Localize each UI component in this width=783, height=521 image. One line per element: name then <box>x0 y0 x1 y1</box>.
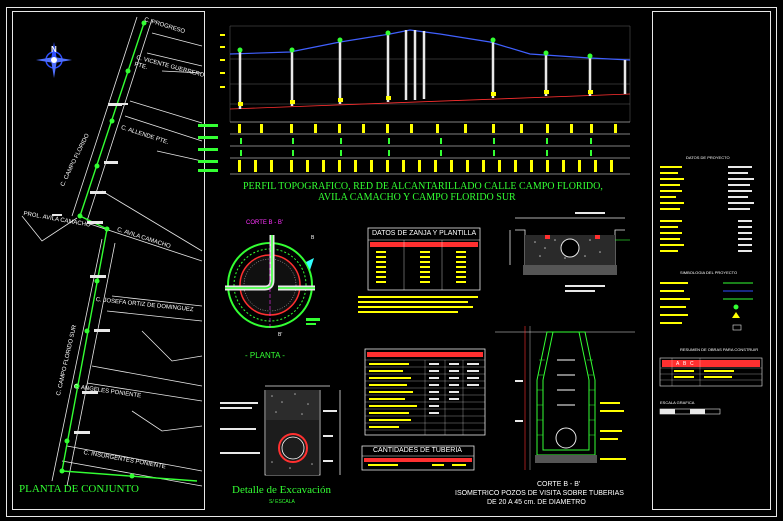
project-data-header: DATOS DE PROYECTO <box>686 155 730 160</box>
topographic-profile <box>198 25 631 175</box>
trench-table-title: DATOS DE ZANJA Y PLANTILLA <box>372 230 477 237</box>
excavation-detail-drawing <box>220 385 341 476</box>
scale-header: ESCALA GRAFICA <box>660 400 695 405</box>
project-data-block <box>660 166 754 252</box>
section-top-marker: B <box>311 235 315 241</box>
plan-panel-border <box>12 11 205 510</box>
excavation-scale: S/ ESCALA <box>269 499 295 505</box>
cost-header: RESUMEN DE OBRAS PARA CONSTRUIR <box>680 347 759 352</box>
graphic-scale <box>659 408 721 415</box>
abc-label-c: C <box>690 361 694 367</box>
planta-label: - PLANTA - <box>245 351 285 360</box>
trench-section-drawing <box>509 212 630 292</box>
plan-title: PLANTA DE CONJUNTO <box>19 483 139 495</box>
quantities-table <box>364 348 486 436</box>
pipe-quantities-table <box>361 445 475 471</box>
cost-table <box>659 357 763 387</box>
manhole-isometric-drawing <box>495 326 635 470</box>
trench-notes <box>358 296 478 313</box>
abc-label-b: B <box>683 361 687 367</box>
symbols-header: SIMBOLOGIA DEL PROYECTO <box>680 270 738 275</box>
site-plan <box>21 16 203 487</box>
section-label: CORTE B - B' <box>246 220 284 226</box>
symbols-block <box>660 282 753 331</box>
pipe-table-title: CANTIDADES DE TUBERIA <box>373 447 462 454</box>
isometric-title-3: DE 20 A 45 cm. DE DIAMETRO <box>487 499 586 506</box>
manhole-plan-drawing <box>225 235 320 330</box>
north-label: N <box>51 45 57 54</box>
north-arrow-icon <box>36 42 72 78</box>
profile-title-line1: PERFIL TOPOGRAFICO, RED DE ALCANTARILLAD… <box>243 181 603 192</box>
abc-label-a: A <box>676 361 680 367</box>
section-bottom-marker: B' <box>278 332 283 338</box>
outer-border <box>6 7 777 517</box>
isometric-title-1: CORTE B - B' <box>537 481 581 488</box>
right-panel-border <box>652 11 771 510</box>
trench-data-table <box>367 227 481 291</box>
profile-title-line2: AVILA CAMACHO Y CAMPO FLORIDO SUR <box>318 192 516 203</box>
excavation-title: Detalle de Excavación <box>232 484 331 496</box>
isometric-title-2: ISOMETRICO POZOS DE VISITA SOBRE TUBERIA… <box>455 490 624 497</box>
